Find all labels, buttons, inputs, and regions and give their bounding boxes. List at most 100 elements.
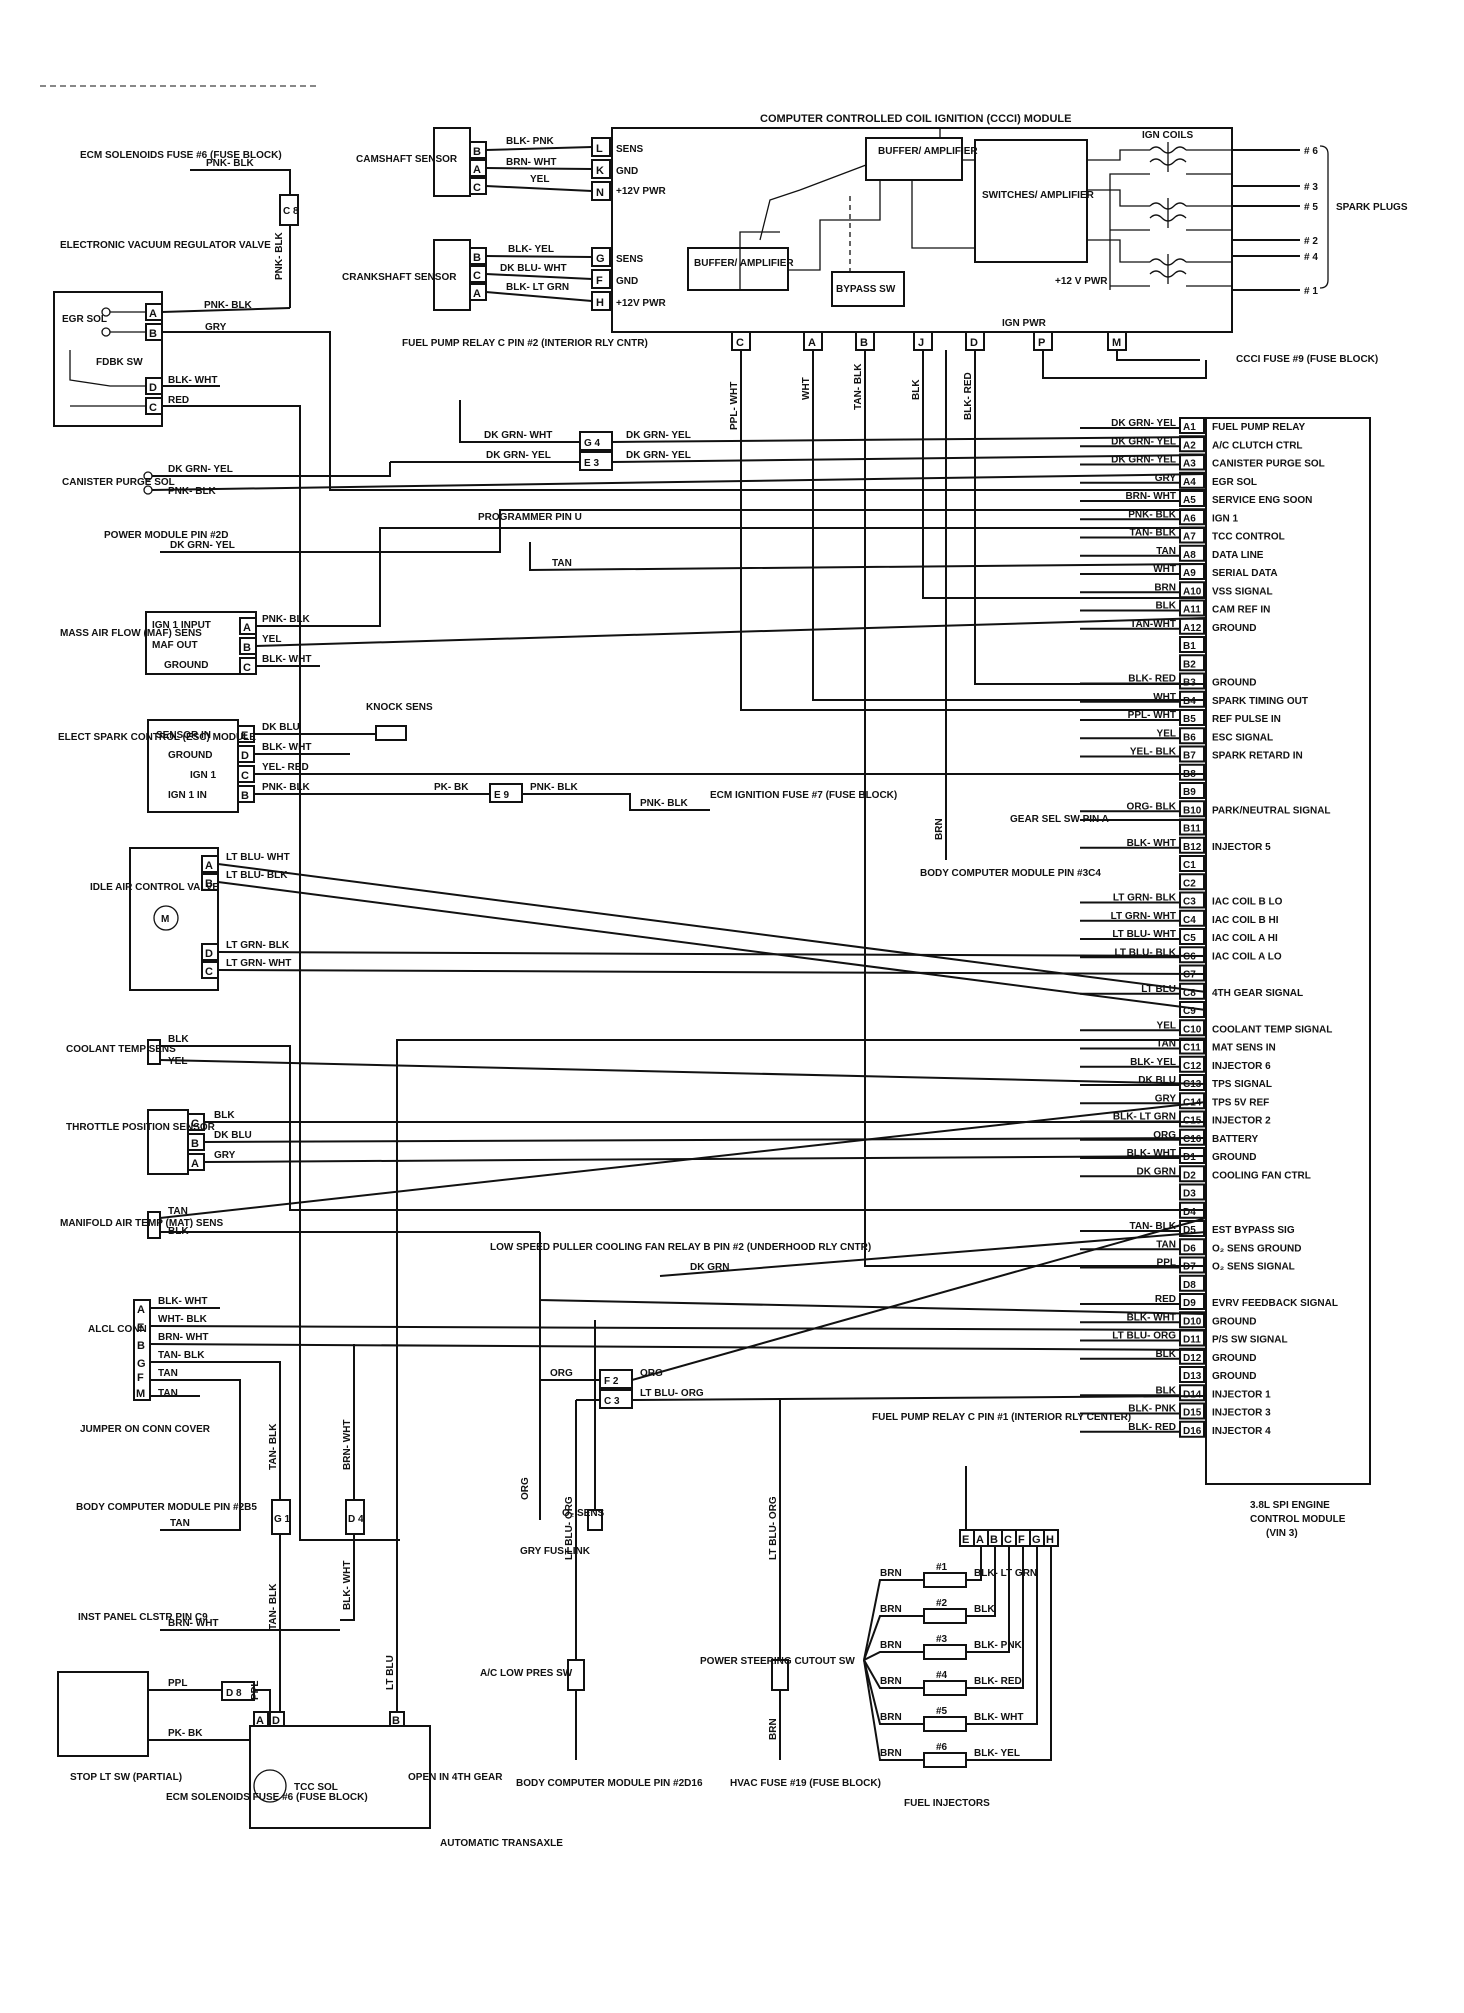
svg-text:ORG: ORG [550, 1368, 573, 1379]
ecm-pin-wire-color: TAN [1156, 1239, 1176, 1250]
ecm-pin-id: B10 [1183, 805, 1202, 816]
svg-text:ECM IGNITION FUSE #7 (FUSE BLO: ECM IGNITION FUSE #7 (FUSE BLOCK) [710, 790, 897, 801]
ecm-pin-wire-color: YEL [1157, 728, 1176, 739]
buffer-amplifier-2 [687, 247, 789, 291]
o2-sensor: O₂ SENS ORG GRY FUS LINK [520, 1232, 1207, 1557]
fuel-pump-relay-c-pin1: FUEL PUMP RELAY C PIN #1 (INTERIOR RLY C… [872, 1412, 1131, 1530]
ecm-pin-box [1179, 909, 1205, 927]
programmer-pin-u: PROGRAMMER PIN U TAN [478, 512, 1207, 572]
svg-text:D: D [149, 382, 157, 394]
ecm-pin-function: CAM REF IN [1212, 605, 1270, 616]
ecm-pin-function: INJECTOR 1 [1212, 1389, 1271, 1400]
ecm-pin-id: D2 [1183, 1170, 1196, 1181]
switches-amplifier-label: SWITCHES/ AMPLIFIER [982, 190, 1095, 201]
injector-wire-color: BLK- LT GRN [974, 1568, 1037, 1579]
evrv: ELECTRONIC VACUUM REGULATOR VALVE EGR SO… [53, 240, 1206, 1541]
svg-text:B: B [473, 146, 481, 158]
svg-text:HVAC FUSE #19 (FUSE BLOCK): HVAC FUSE #19 (FUSE BLOCK) [730, 1778, 881, 1789]
buffer-amplifier-1-label: BUFFER/ AMPLIFIER [878, 146, 978, 157]
svg-text:YEL: YEL [530, 174, 549, 185]
ecm-pin-function: IAC COIL A LO [1212, 951, 1282, 962]
svg-text:TAN: TAN [168, 1206, 188, 1217]
svg-text:D: D [205, 948, 213, 960]
ecm-pin-function: SERIAL DATA [1212, 568, 1278, 579]
ecm-pin-wire-color: BLK [1155, 601, 1176, 612]
svg-text:ELECTRONIC VACUUM REGULATOR VA: ELECTRONIC VACUUM REGULATOR VALVE [60, 240, 271, 251]
ign-coil-1 [1149, 142, 1187, 172]
svg-text:YEL: YEL [168, 1056, 187, 1067]
svg-text:GRY: GRY [205, 322, 227, 333]
alcl-conn: ALCL CONN A E B G F M BLK- WHT WHT- BLK … [80, 1296, 1207, 1531]
ecm-pin-id: D16 [1183, 1426, 1202, 1437]
ecm-pin-wire-color: LT GRN- BLK [1113, 893, 1177, 904]
ecm-pin-id: A9 [1183, 568, 1196, 579]
ecm-pin-box [1179, 544, 1205, 562]
ac-low-pres-sw: A/C LOW PRES SW BODY COMPUTER MODULE PIN… [480, 1659, 703, 1789]
ecm-pin-box [1179, 1110, 1205, 1128]
ecm-pin-box [1179, 417, 1205, 434]
ecm-pin-wire-color: BLK- RED [1128, 1422, 1176, 1433]
ecm-pin-wire-color: TAN- BLK [1130, 528, 1177, 539]
ecm-pin-function: IGN 1 [1212, 513, 1239, 524]
ecm-pin-function: IAC COIL B LO [1212, 897, 1283, 908]
injector-wire-color: BLK- WHT [974, 1712, 1023, 1723]
ecm-pin-wire-color: YEL- BLK [1130, 747, 1177, 758]
ecm-pin-function: COOLANT TEMP SIGNAL [1212, 1024, 1332, 1035]
ign-coil-3 [1149, 254, 1187, 284]
svg-text:DK GRN- YEL: DK GRN- YEL [626, 450, 691, 461]
svg-text:EGR SOL: EGR SOL [62, 314, 107, 325]
ccci-module: BUFFER/ AMPLIFIER SWITCHES/ AMPLIFIER BU… [611, 127, 1233, 333]
switches-amplifier [974, 139, 1088, 263]
injector-number: #3 [936, 1634, 948, 1645]
injector-brn-wire: BRN [880, 1568, 902, 1579]
injector-body [923, 1608, 967, 1624]
injector-feed-wire [863, 1659, 924, 1761]
svg-text:BLK- WHT: BLK- WHT [262, 654, 311, 665]
ecm-pin-id: D15 [1183, 1408, 1202, 1419]
ecm-pin-wire-color: GRY [1155, 473, 1177, 484]
injector-brn-wire: BRN [880, 1712, 902, 1723]
ecm-pin-function: CANISTER PURGE SOL [1212, 459, 1325, 470]
svg-text:GEAR SEL SW PIN A: GEAR SEL SW PIN A [1010, 814, 1109, 825]
ecm-pin-function: SPARK TIMING OUT [1212, 696, 1308, 707]
svg-text:A: A [149, 308, 157, 320]
ecm-pin-wire-color: BLK- RED [1128, 674, 1176, 685]
svg-text:M: M [136, 1388, 145, 1400]
svg-text:# 1: # 1 [1304, 286, 1318, 297]
svg-text:F 2: F 2 [604, 1376, 619, 1387]
svg-text:D: D [970, 337, 978, 349]
ecm-pin-function: SPARK RETARD IN [1212, 751, 1303, 762]
svg-text:# 5: # 5 [1304, 202, 1318, 213]
svg-text:PNK- BLK: PNK- BLK [206, 158, 255, 169]
ecm-pin-id: B11 [1183, 824, 1201, 835]
injector-number: #6 [936, 1742, 948, 1753]
svg-text:PNK- BLK: PNK- BLK [168, 486, 217, 497]
svg-text:C: C [241, 770, 249, 782]
ecm-pin-id: A7 [1183, 532, 1196, 543]
ecm-pin-id: C16 [1183, 1134, 1202, 1145]
svg-text:CANISTER PURGE SOL: CANISTER PURGE SOL [62, 477, 175, 488]
injector-body [923, 1752, 967, 1768]
ecm-pin-wire-color: BLK- PNK [1128, 1404, 1177, 1415]
svg-text:G 1: G 1 [274, 1514, 291, 1525]
ecm-pin-function: INJECTOR 6 [1212, 1061, 1271, 1072]
ecm-pin-wire-color: PPL- WHT [1128, 710, 1176, 721]
ecm-pin-box [1179, 599, 1205, 617]
svg-text:C: C [473, 182, 481, 194]
svg-text:FUEL PUMP RELAY C PIN #2 (INTE: FUEL PUMP RELAY C PIN #2 (INTERIOR RLY C… [402, 338, 648, 349]
ecm-solenoids-fuse: ECM SOLENOIDS FUSE #6 (FUSE BLOCK) PNK- … [80, 150, 299, 308]
ecm-pin-wire-color: DK GRN- YEL [1111, 418, 1176, 429]
stop-lt-switch: STOP LT SW (PARTIAL) PPL D 8 PK- BK ECM … [57, 1671, 368, 1803]
ecm-pin-box [1179, 928, 1205, 945]
injector-wire-color: BLK- PNK [974, 1640, 1023, 1651]
svg-text:ORG: ORG [640, 1368, 663, 1379]
ecm-pin-wire-color: PPL [1157, 1258, 1176, 1269]
svg-text:# 4: # 4 [1304, 252, 1318, 263]
svg-text:GND: GND [616, 276, 638, 287]
svg-text:MAF OUT: MAF OUT [152, 640, 198, 651]
ecm-pin-function: TCC CONTROL [1212, 532, 1285, 543]
svg-text:A: A [243, 622, 251, 634]
svg-text:LT BLU- ORG: LT BLU- ORG [768, 1496, 779, 1560]
ecm-pin-id: D3 [1183, 1189, 1196, 1200]
